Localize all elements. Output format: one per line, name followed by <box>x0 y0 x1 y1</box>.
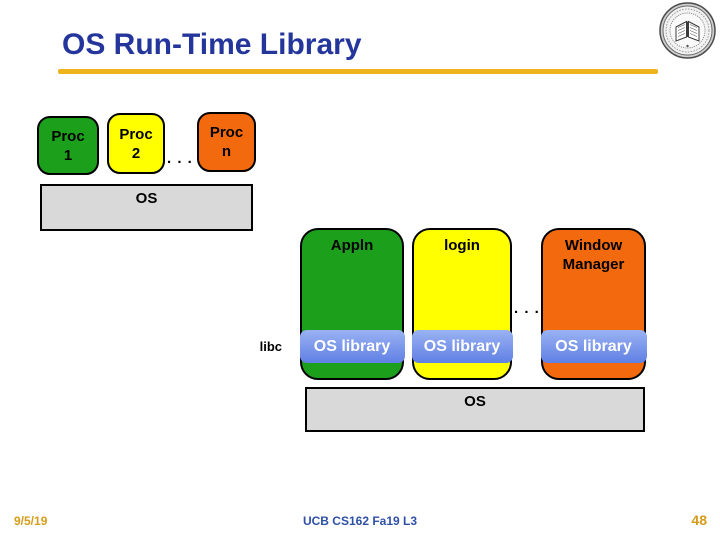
footer-course: UCB CS162 Fa19 L3 <box>302 514 418 528</box>
window-manager-column: Window Manager OS library <box>540 228 647 380</box>
window-manager-label: Window Manager <box>562 237 625 273</box>
login-column: login OS library <box>411 228 513 380</box>
appln-label: Appln <box>330 237 374 254</box>
os-box-bottom: OS <box>305 387 645 432</box>
proc-1-box: Proc 1 <box>37 116 99 175</box>
os-library-band-login: OS library <box>411 330 513 363</box>
footer-page-number: 48 <box>691 512 707 528</box>
proc-2-box: Proc 2 <box>107 113 165 174</box>
os-library-band-window-manager: OS library <box>540 330 647 363</box>
title-underline <box>58 69 658 74</box>
appln-column: Appln OS library <box>299 228 405 380</box>
os-library-band-appln: OS library <box>299 330 405 363</box>
proc-ellipsis: . . . <box>167 150 193 167</box>
login-label: login <box>444 237 480 254</box>
libc-label: libc <box>259 339 282 354</box>
footer-date: 9/5/19 <box>14 514 48 528</box>
proc-n-box: Proc n <box>197 112 256 172</box>
university-seal-icon <box>659 2 716 59</box>
page-title: OS Run-Time Library <box>62 28 362 61</box>
os-box-top: OS <box>40 184 253 231</box>
column-ellipsis: . . . <box>514 300 540 317</box>
